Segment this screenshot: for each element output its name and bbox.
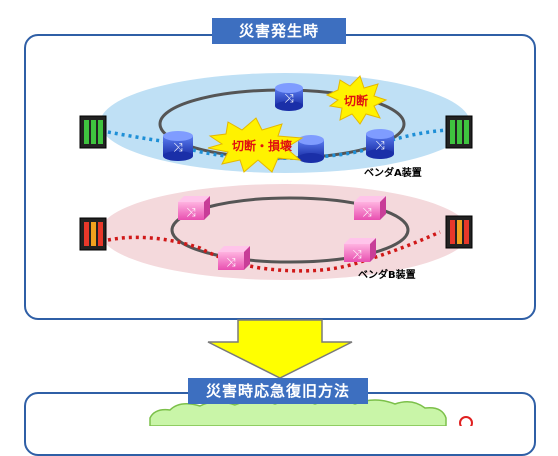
node-a-top: ⤨ xyxy=(275,83,303,111)
badge-icon xyxy=(459,416,473,426)
section-title-disaster: 災害発生時 xyxy=(212,18,346,44)
svg-text:⤨: ⤨ xyxy=(186,205,196,219)
vendor-a-label: ベンダA装置 xyxy=(364,168,422,179)
server-b-left-icon xyxy=(79,217,107,251)
svg-text:⤨: ⤨ xyxy=(352,247,362,261)
svg-text:⤨: ⤨ xyxy=(173,140,183,154)
link-a-right xyxy=(391,128,449,142)
burst-cut-icon xyxy=(325,75,388,125)
node-a-right: ⤨ xyxy=(366,129,394,159)
svg-text:⤨: ⤨ xyxy=(284,91,294,105)
node-b-bottom-right: ⤨ xyxy=(344,238,376,262)
server-a-right-icon xyxy=(445,115,473,149)
node-a-left: ⤨ xyxy=(163,131,193,161)
svg-text:⤨: ⤨ xyxy=(362,205,372,219)
node-a-center xyxy=(298,135,324,163)
network-diagram: ⤨ ⤨ ⤨ ⤨ ⤨ ⤨ ⤨ xyxy=(79,73,473,426)
node-b-top-right: ⤨ xyxy=(354,196,386,220)
burst-cut-damage-icon xyxy=(207,117,304,173)
svg-text:⤨: ⤨ xyxy=(375,138,385,152)
server-b-right-icon xyxy=(445,215,473,249)
node-b-bottom-left: ⤨ xyxy=(218,246,250,270)
ring-b xyxy=(170,196,410,264)
down-arrow-icon xyxy=(207,319,353,379)
burst-cut-label: 切断 xyxy=(344,94,369,108)
svg-text:⤨: ⤨ xyxy=(226,255,236,269)
server-a-left-icon xyxy=(79,115,107,149)
section-title-recovery: 災害時応急復旧方法 xyxy=(188,378,368,404)
vendor-b-label: ベンダB装置 xyxy=(358,270,416,281)
link-b xyxy=(107,230,441,273)
node-b-top-left: ⤨ xyxy=(178,196,210,220)
burst-cut-damage-label: 切断・損壊 xyxy=(232,139,293,153)
